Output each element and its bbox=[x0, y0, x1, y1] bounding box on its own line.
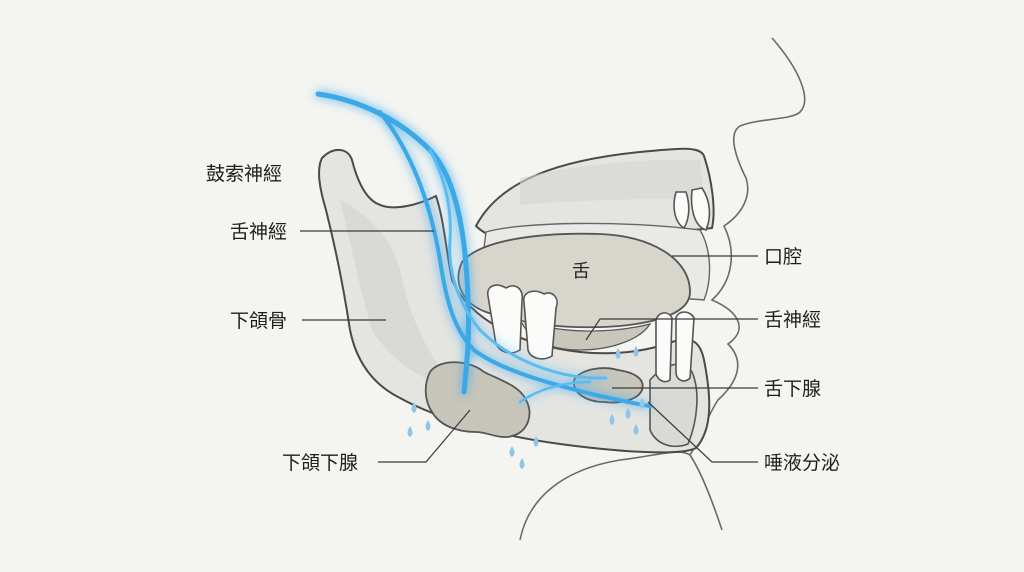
leader-lingual-nerve-right bbox=[585, 318, 758, 341]
saliva-drop bbox=[625, 408, 631, 419]
saliva-drop bbox=[609, 414, 615, 425]
palate-shade bbox=[520, 159, 704, 205]
saliva-drop bbox=[533, 436, 539, 447]
submandibular-gland-shape bbox=[424, 361, 531, 438]
lower-incisor-2 bbox=[675, 311, 695, 382]
saliva-drop bbox=[425, 420, 431, 431]
saliva-drop bbox=[633, 346, 639, 357]
saliva-drop bbox=[519, 458, 525, 469]
label-lingual-nerve-left: 舌神經 bbox=[230, 221, 287, 243]
neck-outline bbox=[519, 451, 723, 541]
upper-tooth-2 bbox=[690, 187, 711, 231]
leader-lines bbox=[300, 230, 758, 463]
label-chorda-tympani: 鼓索神經 bbox=[206, 163, 282, 185]
lingual-nerve-branch bbox=[378, 110, 652, 408]
label-mandible: 下頜骨 bbox=[230, 310, 287, 332]
saliva-drop bbox=[615, 348, 621, 359]
saliva-drop bbox=[633, 424, 639, 435]
label-lingual-nerve-right: 舌神經 bbox=[764, 309, 821, 331]
leader-salivation bbox=[647, 401, 758, 463]
label-salivation: 唾液分泌 bbox=[764, 452, 840, 474]
saliva-drop bbox=[509, 446, 515, 457]
lower-molar-1 bbox=[486, 284, 524, 354]
nerve-to-sublingual bbox=[518, 380, 592, 404]
saliva-drop bbox=[639, 398, 645, 409]
saliva-drop bbox=[411, 402, 417, 413]
label-tongue: 舌 bbox=[572, 261, 590, 282]
face-profile bbox=[689, 37, 806, 456]
lingual-nerve-main bbox=[428, 148, 608, 380]
lower-molar-2 bbox=[523, 290, 558, 360]
label-oral-cavity: 口腔 bbox=[764, 246, 802, 268]
leader-submandibular bbox=[378, 409, 471, 463]
saliva-drop bbox=[407, 426, 413, 437]
saliva-drops bbox=[407, 346, 645, 469]
mandible-inner-shade bbox=[340, 200, 460, 392]
chin-section bbox=[649, 363, 698, 448]
label-sublingual-gland: 舌下腺 bbox=[764, 378, 821, 400]
nerve-group bbox=[315, 91, 652, 408]
label-submandibular-gland: 下頜下腺 bbox=[282, 452, 358, 474]
lower-incisor-1 bbox=[655, 312, 673, 383]
upper-tooth-1 bbox=[673, 191, 690, 230]
